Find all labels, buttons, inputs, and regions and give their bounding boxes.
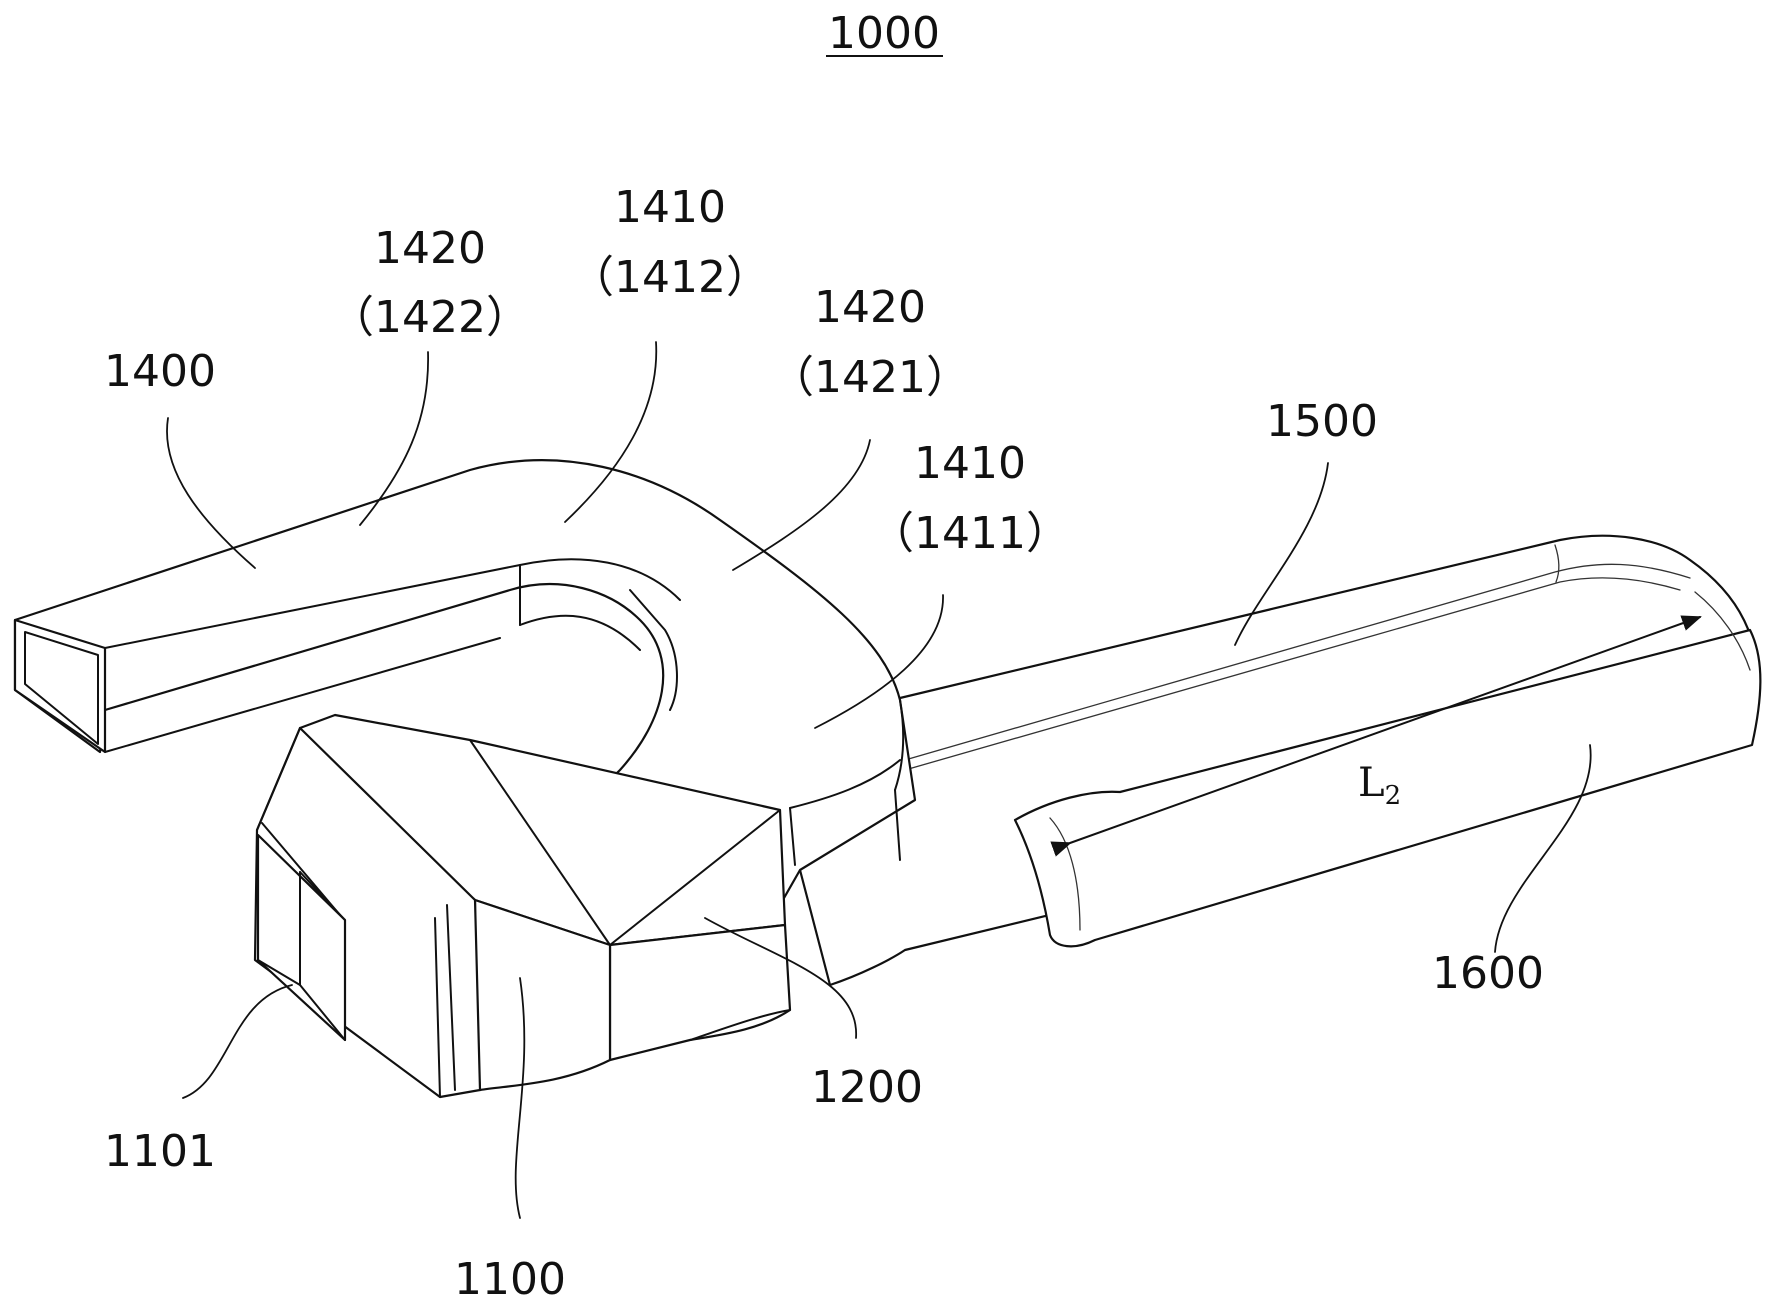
leader-1420-1421 — [732, 439, 871, 571]
label-1420-b: 1420 — [814, 282, 926, 333]
leader-1101 — [182, 984, 293, 1099]
label-1411: （1411） — [870, 508, 1070, 559]
leader-1200 — [704, 917, 857, 1039]
dimension-l2-label: L2 — [1358, 760, 1401, 811]
label-1410-a: 1410 — [614, 182, 726, 233]
leader-1410-1411 — [814, 594, 944, 729]
label-1101: 1101 — [104, 1126, 216, 1177]
label-1200: 1200 — [811, 1062, 923, 1113]
leader-1420-1422 — [359, 351, 429, 526]
dimension-l2-arrow — [1050, 615, 1702, 857]
label-1412: （1412） — [570, 252, 770, 303]
leader-1100 — [514, 977, 526, 1219]
leader-1410-1412 — [564, 341, 658, 523]
label-1100: 1100 — [454, 1254, 566, 1305]
leader-1600 — [1494, 744, 1592, 953]
leader-1500 — [1234, 462, 1329, 646]
label-1420-a: 1420 — [374, 223, 486, 274]
body-1200 — [298, 713, 792, 1092]
label-1400: 1400 — [104, 346, 216, 397]
leader-1400 — [166, 417, 256, 569]
label-1421: （1421） — [770, 352, 970, 403]
figure-number: 1000 — [828, 8, 940, 59]
head-1100 — [253, 726, 482, 1099]
label-1410-b: 1410 — [914, 438, 1026, 489]
label-1600: 1600 — [1432, 948, 1544, 999]
label-1422: （1422） — [330, 292, 530, 343]
label-1500: 1500 — [1266, 396, 1378, 447]
